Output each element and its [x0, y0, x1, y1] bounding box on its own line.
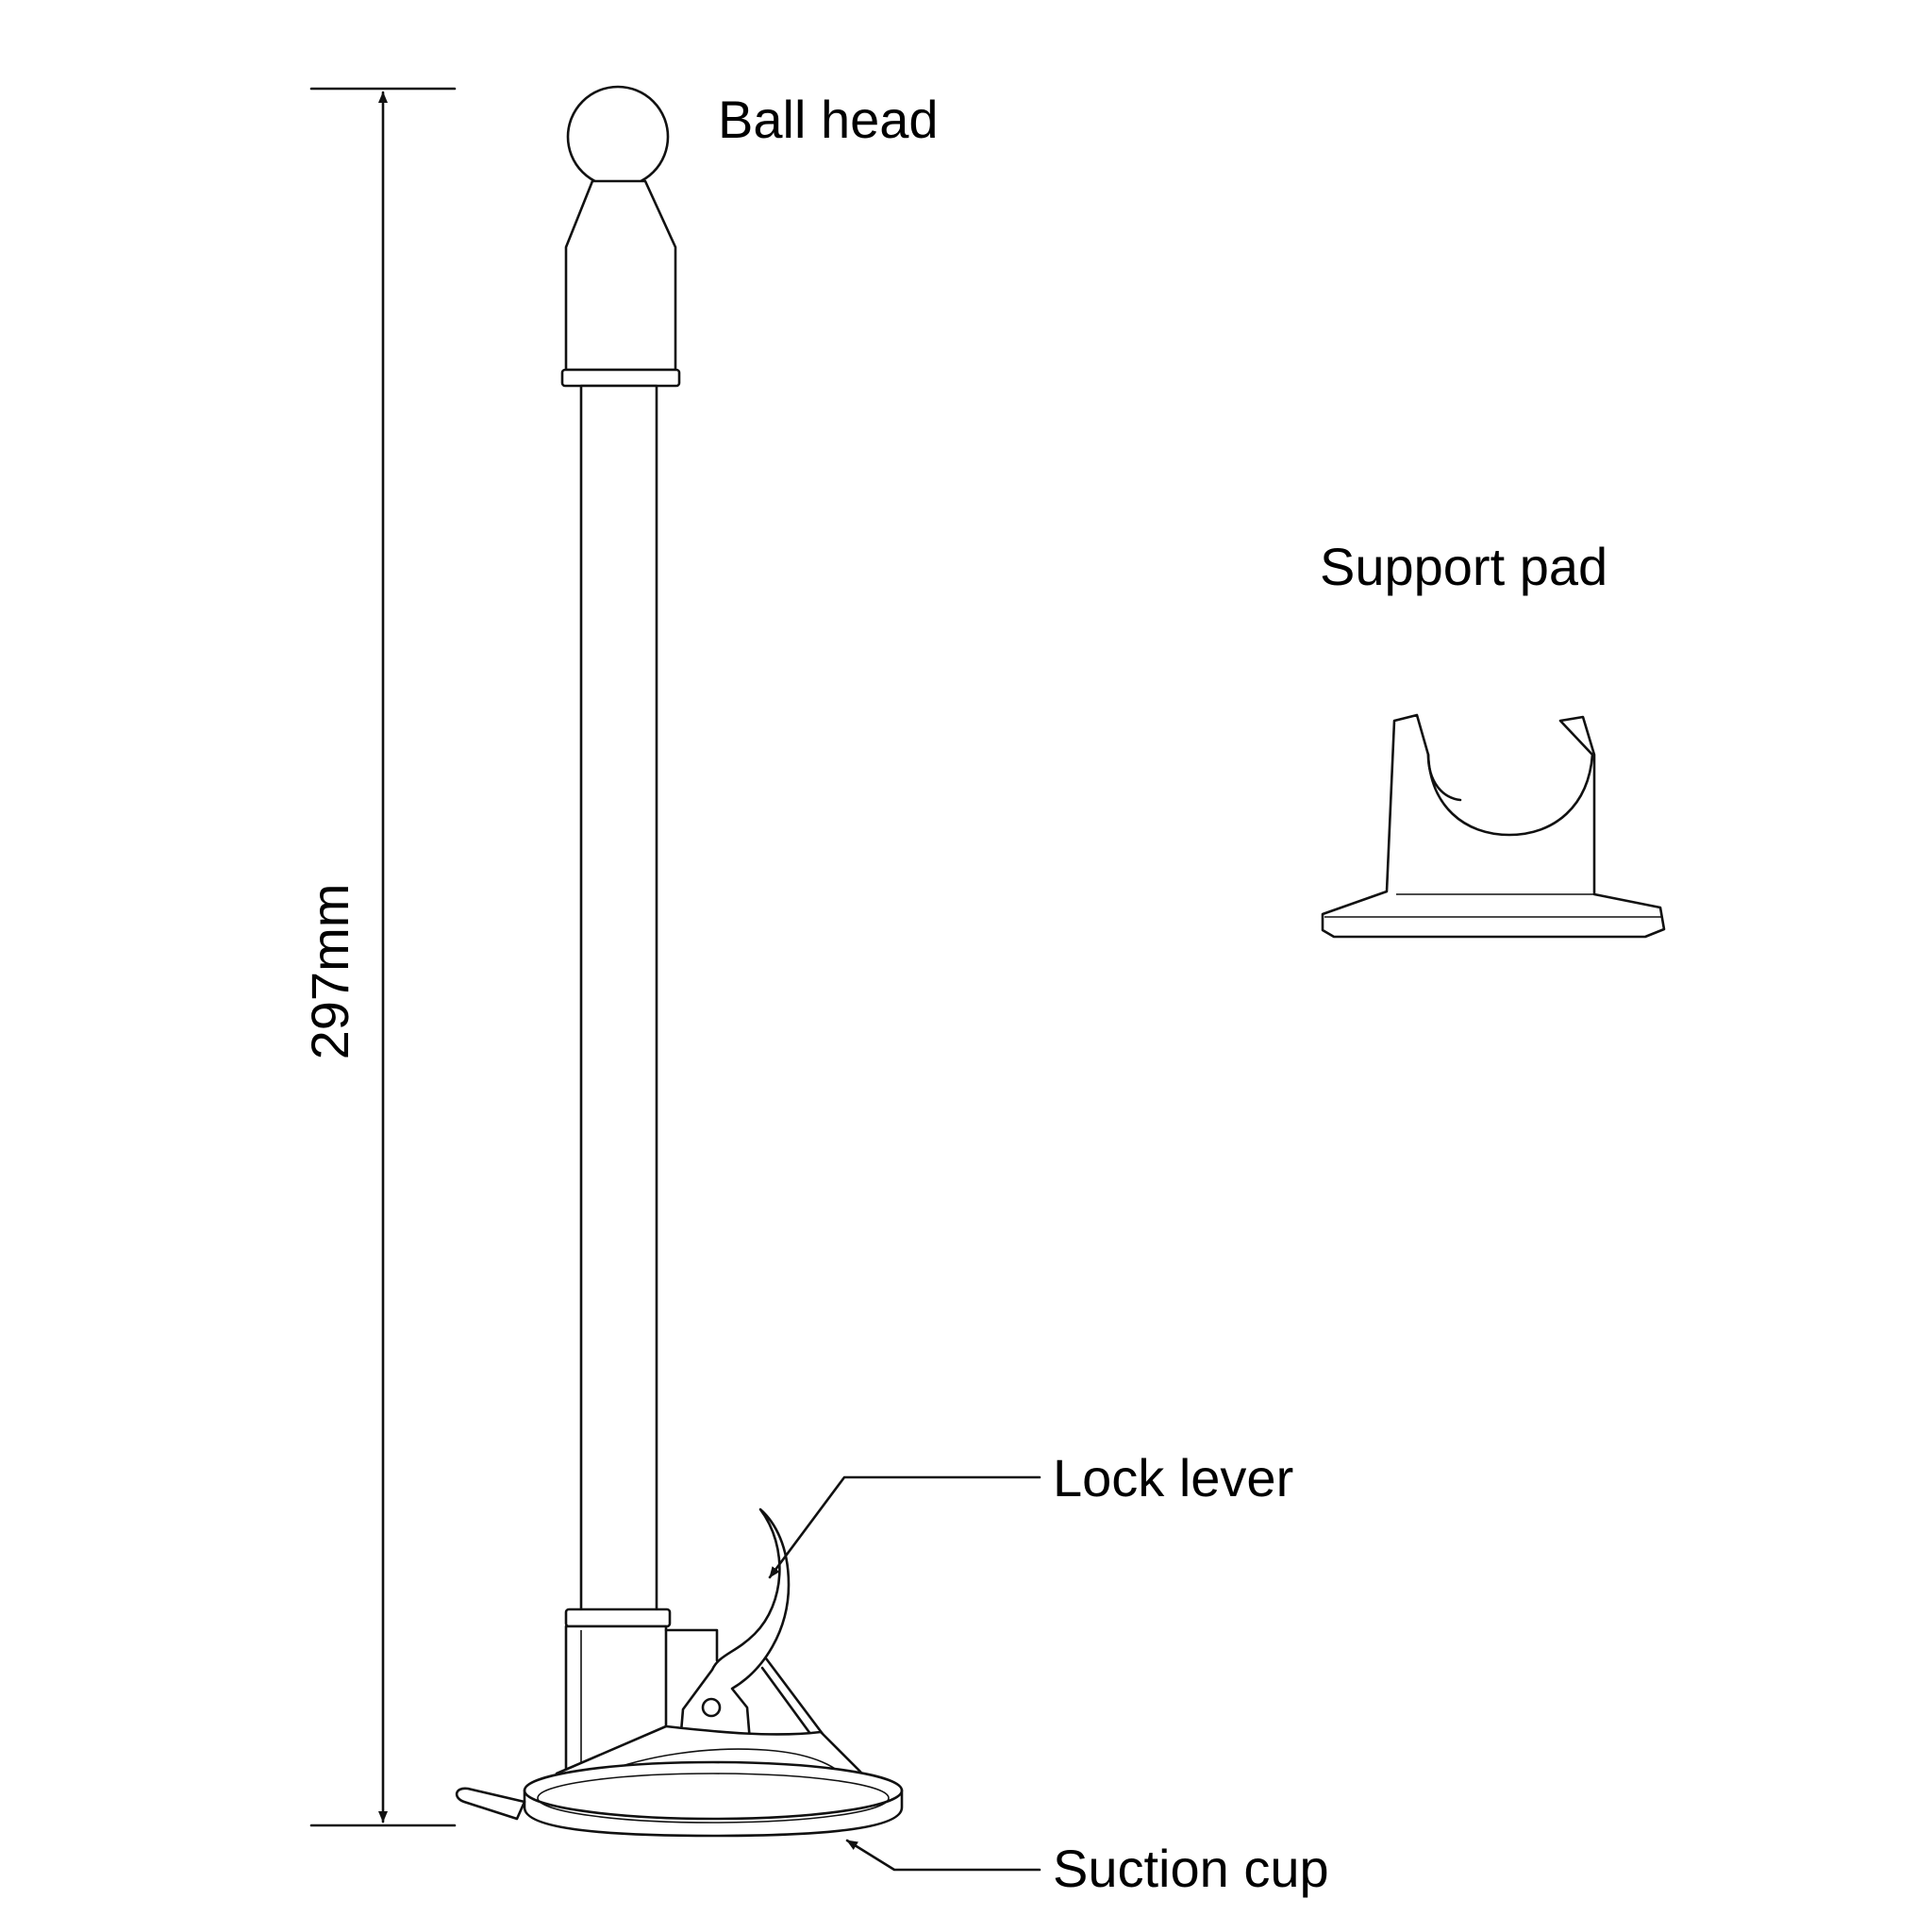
pole-assembly — [455, 85, 904, 1838]
suction-cup-disc-top — [523, 1760, 904, 1821]
pole-shaft — [579, 384, 658, 1614]
suction-cup-leader-line — [845, 1839, 1041, 1872]
suction-cup-tab — [455, 1787, 526, 1821]
label-ball-head: Ball head — [718, 90, 939, 149]
support-pad-slot — [1426, 753, 1462, 802]
lock-lever-leader-line — [768, 1475, 1041, 1579]
height-dimension: 297mm — [300, 87, 457, 1827]
ball-head-neck — [564, 179, 677, 372]
lever-pivot — [701, 1697, 722, 1718]
height-dimension-text: 297mm — [300, 884, 359, 1060]
label-suction-cup: Suction cup — [1053, 1839, 1329, 1898]
ball-head-ball — [566, 85, 670, 189]
suction-cup-disc-edge — [523, 1789, 904, 1838]
support-pad-body — [1321, 713, 1666, 939]
base-sleeve — [564, 1607, 672, 1628]
label-lock-lever: Lock lever — [1053, 1448, 1293, 1507]
ball-head-collar — [560, 368, 681, 388]
support-pad — [1321, 713, 1666, 939]
label-support-pad: Support pad — [1320, 537, 1607, 596]
suction-cup-disc-rim — [537, 1773, 890, 1824]
